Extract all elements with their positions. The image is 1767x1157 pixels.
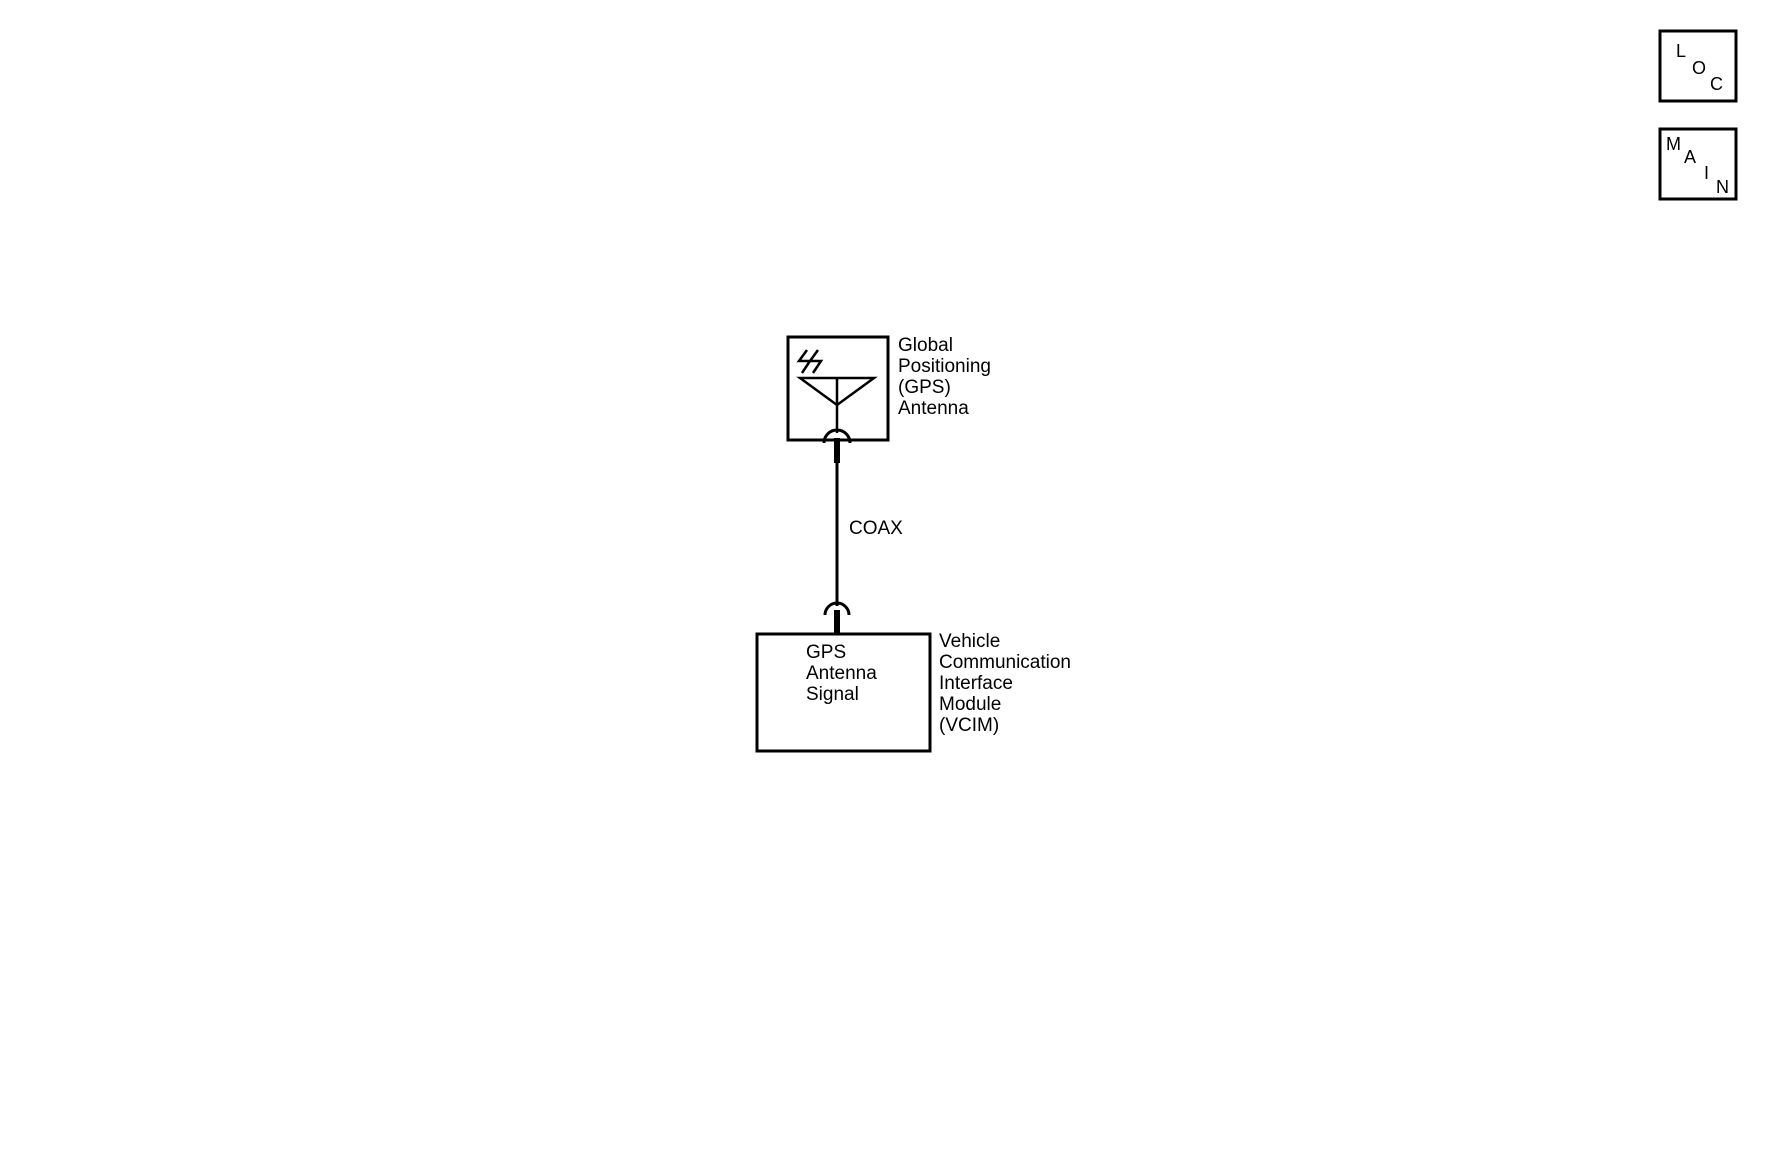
gps-antenna-label-line-3: (GPS) xyxy=(898,377,951,398)
antenna-icon xyxy=(796,349,878,433)
vcim-component: GPS Antenna Signal Vehicle Communication… xyxy=(755,601,1071,753)
main-nav-box xyxy=(1658,127,1738,201)
main-nav-button[interactable]: M A I N xyxy=(1658,127,1738,201)
gps-antenna-connector xyxy=(822,428,852,463)
main-letter-4: N xyxy=(1716,177,1729,197)
coax-wire-label: COAX xyxy=(849,518,903,539)
vcim-inner-line-2: Antenna xyxy=(806,663,877,684)
vcim-inner-line-3: Signal xyxy=(806,684,859,705)
vcim-box xyxy=(755,632,932,753)
main-letter-1: M xyxy=(1666,134,1681,154)
gps-antenna-label-line-1: Global xyxy=(898,335,953,356)
vcim-label-line-4: Module xyxy=(939,694,1001,715)
coax-wire: COAX xyxy=(835,463,903,606)
vcim-label-line-5: (VCIM) xyxy=(939,715,999,736)
vcim-label-line-2: Communication xyxy=(939,652,1071,673)
loc-nav-button[interactable]: L O C xyxy=(1658,29,1738,103)
vcim-inner-line-1: GPS xyxy=(806,642,846,663)
main-letter-2: A xyxy=(1684,147,1696,167)
loc-nav-box xyxy=(1658,29,1738,103)
gps-antenna-label-line-4: Antenna xyxy=(898,398,969,419)
vcim-connector xyxy=(823,601,851,634)
vcim-label-line-3: Interface xyxy=(939,673,1013,694)
loc-letter-1: L xyxy=(1676,41,1686,61)
gps-antenna-component: Global Positioning (GPS) Antenna xyxy=(786,335,991,463)
vcim-label-line-1: Vehicle xyxy=(939,631,1000,652)
gps-antenna-label-line-2: Positioning xyxy=(898,356,991,377)
main-letter-3: I xyxy=(1704,163,1709,183)
loc-letter-2: O xyxy=(1692,58,1706,78)
loc-letter-3: C xyxy=(1710,74,1723,94)
